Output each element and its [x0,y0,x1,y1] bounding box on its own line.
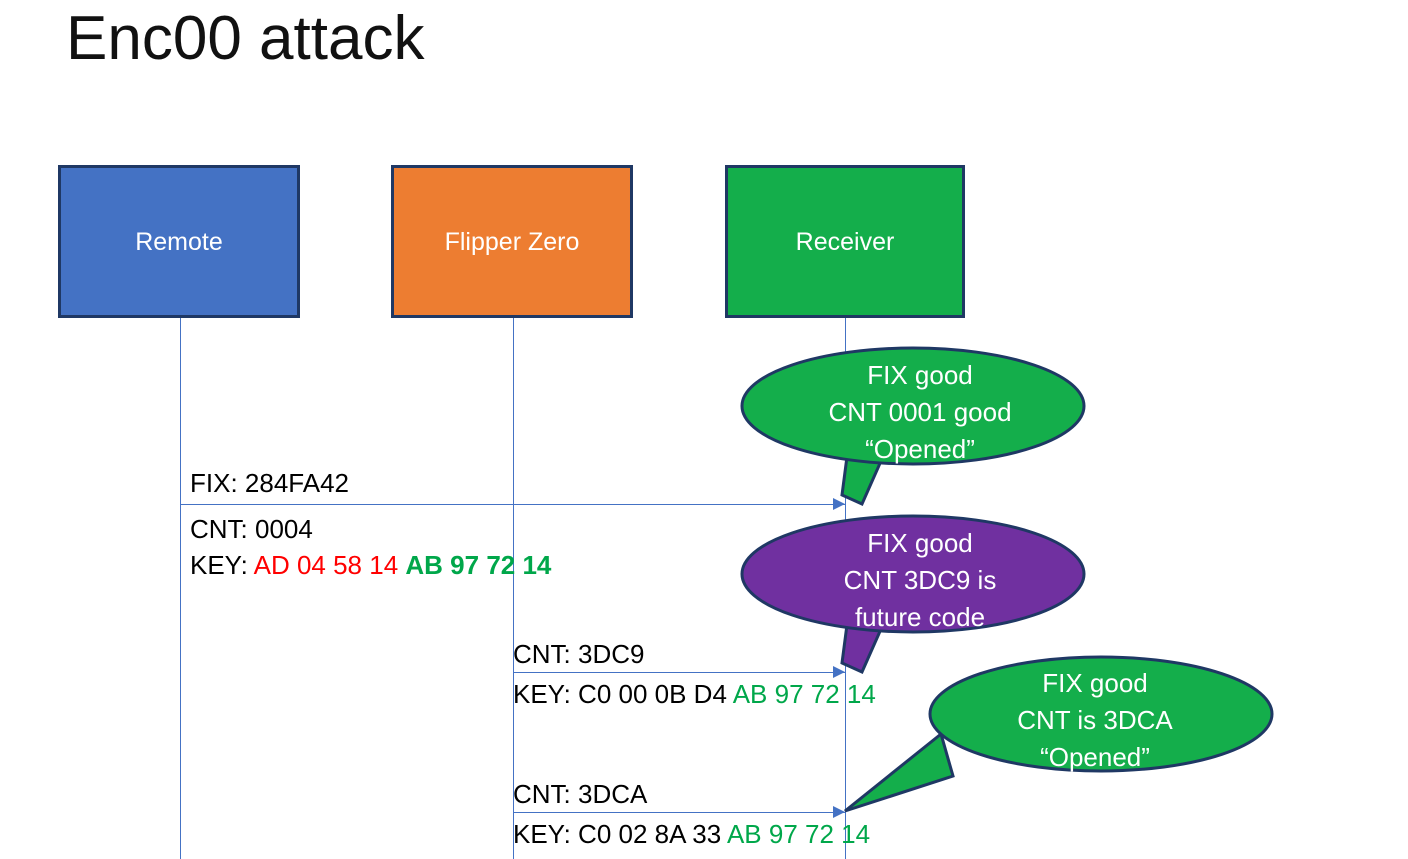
message-1-key: KEY: AD 04 58 14 AB 97 72 14 [190,548,551,582]
callout-ellipse-3 [928,655,1274,773]
message-arrow-1 [180,504,845,505]
arrow-head-icon-2 [833,666,845,678]
actor-box-flipper[interactable]: Flipper Zero [391,165,633,318]
message-2-key-label: KEY: C0 00 0B D4 [513,679,733,709]
message-1-key-red: AD 04 58 14 [253,550,399,580]
callout-bubble-3[interactable] [844,655,1275,830]
callout-bubble-2[interactable] [740,513,1090,678]
message-1-cnt: CNT: 0004 [190,514,313,544]
actor-label-flipper: Flipper Zero [444,227,580,256]
message-2-cnt: CNT: 3DC9 [513,639,645,669]
actor-box-receiver[interactable]: Receiver [725,165,965,318]
arrow-head-icon-3 [833,806,845,818]
message-arrow-3 [513,812,845,813]
message-2-key: KEY: C0 00 0B D4 AB 97 72 14 [513,677,876,711]
message-1-fix: FIX: 284FA42 [190,468,349,498]
lifeline-flipper [513,318,514,859]
callout-ellipse-1 [740,346,1086,466]
message-1-key-green: AB 97 72 14 [405,550,552,580]
callout-ellipse-2 [740,514,1086,634]
lifeline-remote [180,318,181,859]
actor-label-receiver: Receiver [795,227,895,256]
message-3-key-label: KEY: C0 02 8A 33 [513,819,727,849]
callout-bubble-1[interactable] [740,345,1090,510]
actor-box-remote[interactable]: Remote [58,165,300,318]
message-2-key-green: AB 97 72 14 [732,679,876,709]
actor-label-remote: Remote [135,227,223,256]
arrow-head-icon-1 [833,498,845,510]
message-3-key: KEY: C0 02 8A 33 AB 97 72 14 [513,817,870,851]
message-arrow-2 [513,672,845,673]
message-3-cnt: CNT: 3DCA [513,779,648,809]
message-1-key-label: KEY: [190,550,254,580]
message-3-key-green: AB 97 72 14 [726,819,871,849]
callout-tail-3 [844,731,955,813]
page-title: Enc00 attack [66,4,425,73]
